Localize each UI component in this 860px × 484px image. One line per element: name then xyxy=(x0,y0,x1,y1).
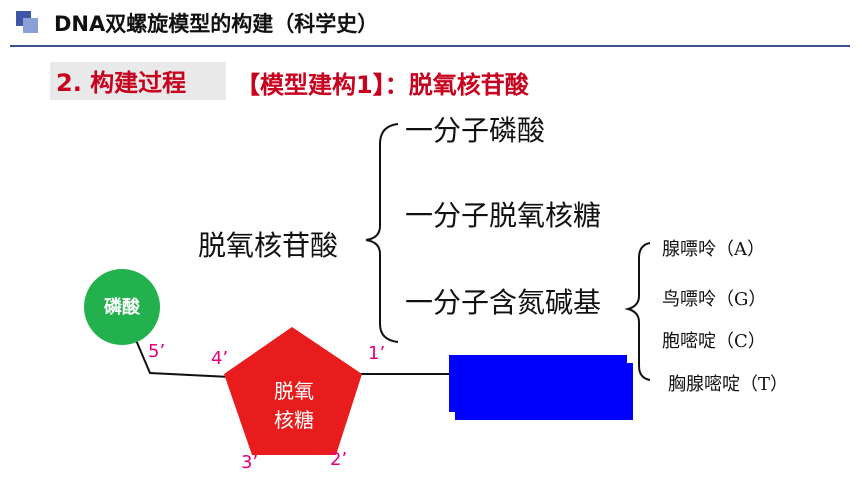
main-brace xyxy=(365,123,399,343)
base-block xyxy=(449,355,627,412)
carbon-3-label: 3’ xyxy=(241,452,259,473)
header-square-light xyxy=(23,18,38,33)
section-number: 2. 构建过程 xyxy=(56,69,187,97)
sugar-label-line2: 核糖 xyxy=(274,408,314,432)
carbon-1-label: 1’ xyxy=(368,343,386,364)
carbon-2-label: 2’ xyxy=(330,449,348,470)
base-cytosine: 胞嘧啶（C） xyxy=(662,331,766,352)
phosphate-circle xyxy=(84,269,160,345)
base-thymine: 胸腺嘧啶（T） xyxy=(668,374,789,395)
sugar-label-line1: 脱氧 xyxy=(274,379,314,403)
branch-base: 一分子含氮碱基 xyxy=(405,286,602,319)
carbon-4-label: 4’ xyxy=(211,348,229,369)
section-number-box xyxy=(50,62,226,100)
header-divider xyxy=(10,45,850,47)
phosphate-label: 磷酸 xyxy=(104,297,140,318)
base-guanine: 鸟嘌呤（G） xyxy=(662,289,767,310)
model-title: 【模型建构1】：脱氧核苷酸 xyxy=(236,71,529,99)
branch-deoxyribose: 一分子脱氧核糖 xyxy=(405,199,602,232)
branch-phosphate: 一分子磷酸 xyxy=(405,114,546,147)
page-title: DNA双螺旋模型的构建（科学史） xyxy=(54,12,379,36)
carbon-5-label: 5’ xyxy=(148,341,166,362)
bases-brace xyxy=(624,242,651,381)
sugar-pentagon xyxy=(224,327,362,455)
base-adenine: 腺嘌呤（A） xyxy=(662,239,765,260)
tree-root: 脱氧核苷酸 xyxy=(198,229,339,262)
